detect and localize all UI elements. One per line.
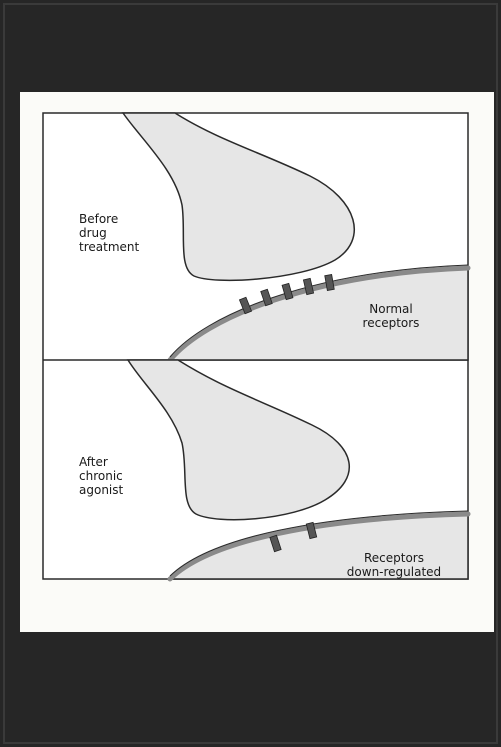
after-chronic-agonist-caption: After chronic agonist	[79, 455, 123, 497]
receptors-down-regulated-label: Receptors down-regulated	[334, 551, 454, 579]
before-drug-treatment-caption: Before drug treatment	[79, 212, 139, 254]
normal-receptors-label: Normal receptors	[346, 302, 436, 330]
